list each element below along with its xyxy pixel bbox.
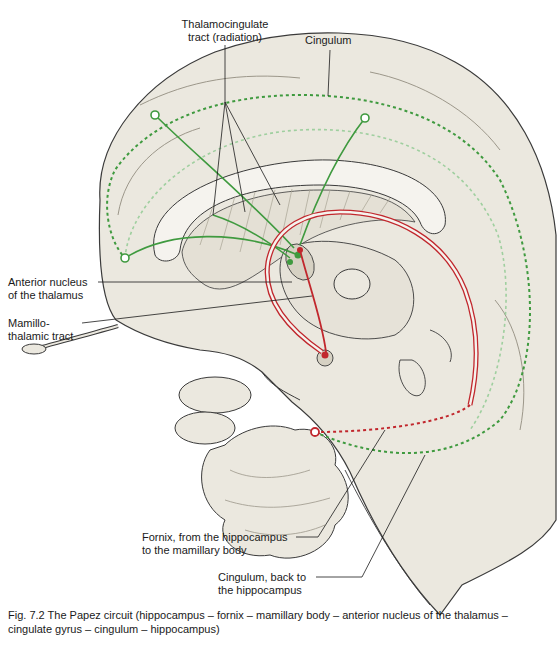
cingulate-point [151, 111, 159, 119]
leader-line [82, 296, 312, 323]
cingulum-inner-dotted [125, 130, 506, 430]
callout-label: Fornix, from the hippocampus to the mami… [142, 531, 294, 557]
sulcus [370, 72, 500, 150]
small-structure [430, 330, 451, 362]
thalamocingulate-fiber [155, 115, 294, 248]
thalamocingulate-fiber [300, 118, 365, 245]
callout-label: Cingulum [305, 34, 375, 47]
hippocampus-point [311, 428, 319, 436]
leader-line [316, 455, 425, 577]
anterior-nucleus [280, 239, 320, 284]
callout-label: Thalamocingulate tract (radiation) [175, 18, 275, 44]
olfactory-bulb [22, 344, 46, 354]
small-structure [399, 360, 425, 396]
sulcus [140, 76, 300, 105]
leader-line [296, 430, 385, 537]
thalamus [280, 241, 414, 339]
leader-line [98, 282, 292, 283]
nucleus-point [287, 259, 293, 265]
cingulate-point [121, 254, 129, 262]
figure-caption: Fig. 7.2 The Papez circuit (hippocampus … [8, 608, 548, 636]
fornix-inner [267, 212, 476, 405]
brainstem-edge [262, 372, 300, 400]
sulcus [495, 300, 524, 430]
callout-label: Mamillo- thalamic tract [8, 317, 83, 343]
leader-line [213, 45, 280, 215]
leader-line [328, 50, 330, 96]
callout-label: Anterior nucleus of the thalamus [8, 276, 94, 302]
fornix-dotted [315, 405, 470, 432]
cingulate-point [361, 114, 369, 122]
interthalamic-adhesion [334, 269, 370, 299]
tract-point [322, 352, 329, 359]
mamillothalamic-tract [300, 250, 326, 352]
folia-lines [225, 470, 330, 535]
brainstem-edge [345, 470, 430, 605]
hemisphere-outline [99, 33, 556, 615]
lobe-shape [175, 412, 235, 444]
tract-point [297, 247, 303, 253]
lobe-shape [179, 377, 251, 413]
cingulum-dotted [107, 95, 530, 453]
fornix-outer [267, 212, 476, 405]
callout-label: Cingulum, back to the hippocampus [218, 571, 314, 597]
